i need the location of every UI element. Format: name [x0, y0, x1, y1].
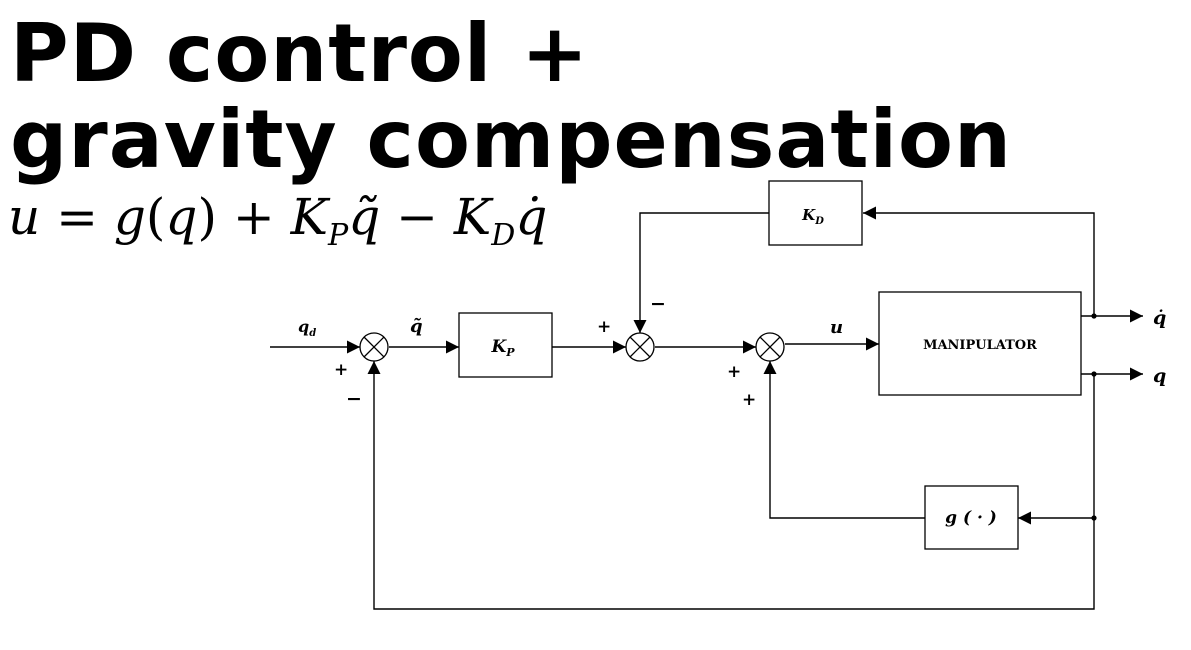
summer-3	[755, 332, 785, 362]
wire-kd-feedback-in	[863, 206, 1095, 316]
sign-s2-minus: −	[650, 293, 666, 315]
summer-2	[625, 332, 655, 362]
signal-qd: qd	[298, 317, 316, 339]
svg-text:KP: KP	[490, 337, 515, 359]
block-manipulator: MANIPULATOR	[878, 291, 1082, 396]
kd-label: K	[801, 206, 816, 224]
eq-q: q	[165, 188, 198, 246]
sign-s1-plus: +	[334, 360, 348, 380]
sign-s3-plus-left: +	[727, 362, 741, 382]
signal-qdot: q̇	[1153, 307, 1166, 329]
gravity-label: g ( · )	[945, 508, 997, 528]
title-line-1: PD control +	[10, 7, 590, 100]
eq-qtilde: q̃	[348, 188, 381, 246]
manipulator-label: MANIPULATOR	[923, 338, 1037, 353]
eq-u: u	[8, 188, 41, 246]
block-gravity: g ( · )	[924, 485, 1019, 550]
eq-qdot: q̇	[515, 188, 548, 246]
eq-paren-open: (	[145, 188, 166, 246]
title-line-2: gravity compensation	[10, 93, 1012, 186]
block-kd: KD	[768, 180, 863, 246]
eq-g: g	[113, 188, 146, 246]
eq-kd: K	[453, 188, 492, 246]
eq-paren-close: )	[197, 188, 217, 246]
eq-kp-sub: P	[328, 218, 349, 253]
junction-q	[1091, 371, 1097, 377]
eq-equals: =	[40, 188, 114, 246]
junction-qdot	[1091, 313, 1097, 319]
sign-s2-plus: +	[597, 317, 611, 337]
block-kp: KP	[458, 312, 553, 378]
kp-sub: P	[505, 346, 515, 359]
eq-minus: −	[380, 188, 454, 246]
wire-q-feedback	[367, 361, 1095, 610]
eq-plus: +	[216, 188, 291, 246]
svg-text:KD: KD	[801, 206, 824, 227]
kd-sub: D	[814, 216, 824, 227]
control-law-equation: u = g(q) + KPq̃ − KDq̇	[8, 192, 547, 251]
signal-q: q	[1153, 365, 1166, 387]
eq-kd-sub: D	[491, 218, 516, 253]
kp-label: K	[490, 337, 507, 357]
eq-kp: K	[290, 188, 328, 246]
wire-gravity-to-s3	[763, 361, 925, 519]
sign-s3-plus-bottom: +	[742, 390, 756, 410]
wire-kd-to-s2	[633, 212, 769, 333]
signal-u: u	[830, 317, 843, 338]
signal-qtilde: q̃	[410, 316, 423, 337]
summer-1	[359, 332, 389, 362]
junction-q-lower	[1091, 515, 1097, 521]
sign-s1-minus: −	[346, 388, 362, 410]
